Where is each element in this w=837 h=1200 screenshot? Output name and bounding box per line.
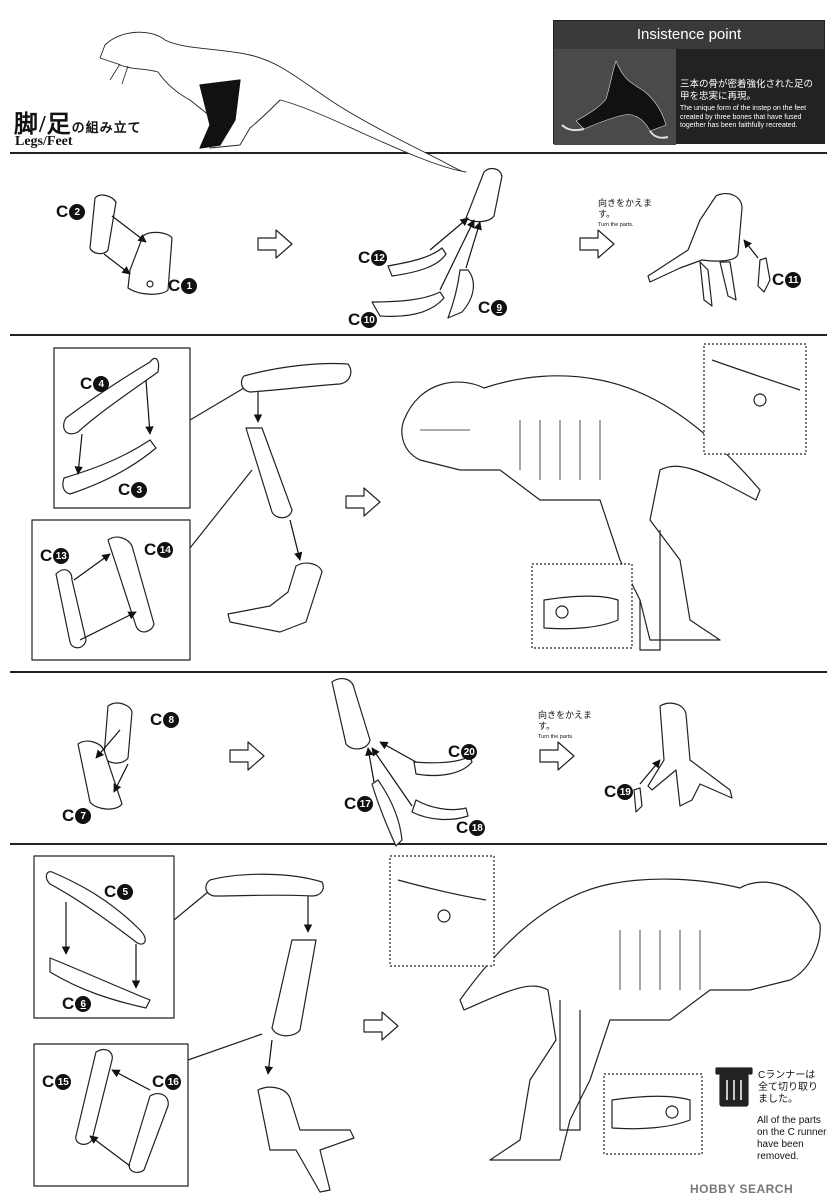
turn-note-1: 向きをかえます。 Turn the parts. [598,198,662,231]
part-c16 [128,1093,169,1174]
part-c4-femur [63,357,160,435]
part-c14 [107,536,155,633]
skeleton-model-1 [401,375,761,651]
part-c11 [757,257,771,293]
leg-tibia [245,427,293,519]
divider-3 [10,671,827,673]
turn-note-1-en: Turn the parts. [598,222,634,228]
runner-note-en: All of the parts on the C runner have be… [757,1115,827,1162]
title-jp-big: 脚/足 [14,112,72,138]
insistence-point-box: Insistence point 三本の骨が密着強化された足の甲を忠実に再現。 … [553,20,825,145]
part-c1-plate [127,231,173,295]
toe-c9 [447,269,474,319]
turn-note-2-jp: 向きをかえます。 [538,710,593,731]
page-title-en: Legs/Feet [15,134,73,149]
step-arrow-6 [363,1011,399,1041]
turn-note-2: 向きをかえます。 Turn the parts. [538,710,602,743]
part-c6 [49,957,151,1009]
divider-2 [10,334,827,336]
page-title-jp: 脚/足の組み立て [14,104,142,139]
insistence-foot-photo [554,49,676,145]
step-arrow-4 [229,741,265,771]
foot-metatarsal-2 [331,678,371,750]
detail-callout-hip [703,343,807,455]
toe-c10 [371,291,445,317]
detail-callout-hip-2 [389,855,495,967]
toe-c17 [371,779,403,847]
toe-c18 [411,799,469,821]
part-c3-plate [62,439,157,495]
leg-tibia-2 [271,939,317,1037]
leg-femur-top [240,362,352,393]
divider-4 [10,843,827,845]
step-arrow-5 [539,741,575,771]
leg-femur-top-2 [205,873,324,897]
leg-foot-2 [257,1086,355,1193]
header-skeleton-icon [99,31,467,173]
step-arrow-3 [345,487,381,517]
trash-icon [715,1067,753,1107]
step-arrow-2 [579,229,615,259]
insistence-point-text-jp: 三本の骨が密着強化された足の甲を忠実に再現。 [680,79,814,102]
detail-box-c13-c14 [31,519,191,661]
insistence-point-text-en: The unique form of the instep on the fee… [680,105,807,129]
insistence-point-heading: Insistence point [554,21,824,49]
assembled-foot-1 [647,193,743,307]
turn-note-2-en: Turn the parts. [538,734,574,740]
part-c15 [75,1048,113,1145]
leg-foot [227,562,323,633]
part-c5 [45,871,146,945]
detail-callout-joint-2 [603,1073,703,1155]
part-c13 [55,569,87,649]
foot-metatarsal [465,167,503,223]
turn-note-1-jp: 向きをかえます。 [598,198,653,219]
step-arrow-1 [257,229,293,259]
toe-c20 [413,755,473,777]
runner-note-jp: Cランナーは全て切り取りました。 [758,1070,818,1105]
detail-callout-joint [531,563,633,649]
detail-box-c3-c4 [53,347,191,509]
detail-box-c5-c6 [33,855,175,1019]
title-jp-small: の組み立て [71,120,142,135]
part-c2-bone [89,194,117,255]
toe-c12 [387,247,447,277]
detail-box-c15-c16 [33,1043,189,1187]
part-c7 [77,740,123,810]
assembled-foot-2 [647,702,733,807]
part-c19 [633,787,643,813]
watermark: HOBBY SEARCH [690,1182,794,1196]
